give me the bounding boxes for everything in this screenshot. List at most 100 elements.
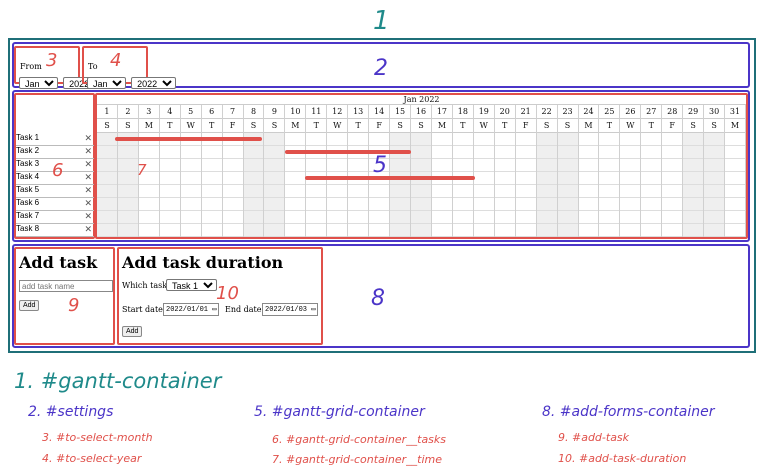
to-year-select[interactable]: 2022 (131, 77, 177, 89)
grid-cell[interactable] (411, 211, 431, 224)
grid-cell[interactable] (494, 185, 515, 198)
grid-cell[interactable] (369, 146, 390, 159)
grid-cell[interactable] (536, 133, 557, 146)
grid-cell[interactable] (138, 224, 159, 237)
grid-cell[interactable] (390, 172, 411, 185)
grid-cell[interactable] (578, 172, 599, 185)
grid-cell[interactable] (557, 172, 578, 185)
grid-cell[interactable] (348, 185, 369, 198)
grid-cell[interactable] (704, 159, 725, 172)
grid-cell[interactable] (662, 146, 683, 159)
grid-cell[interactable] (222, 172, 243, 185)
grid-cell[interactable] (180, 224, 201, 237)
grid-cell[interactable] (348, 172, 369, 185)
grid-cell[interactable] (494, 159, 515, 172)
grid-cell[interactable] (620, 185, 641, 198)
grid-cell[interactable] (557, 185, 578, 198)
grid-cell[interactable] (222, 159, 243, 172)
grid-cell[interactable] (327, 198, 348, 211)
grid-cell[interactable] (578, 159, 599, 172)
grid-cell[interactable] (704, 224, 725, 237)
grid-cell[interactable] (620, 224, 641, 237)
grid-cell[interactable] (683, 211, 704, 224)
grid-cell[interactable] (557, 159, 578, 172)
grid-cell[interactable] (620, 211, 641, 224)
grid-cell[interactable] (557, 211, 578, 224)
grid-cell[interactable] (536, 198, 557, 211)
grid-cell[interactable] (390, 159, 411, 172)
grid-cell[interactable] (452, 224, 473, 237)
grid-cell[interactable] (641, 133, 662, 146)
grid-cell[interactable] (620, 198, 641, 211)
grid-cell[interactable] (138, 198, 159, 211)
grid-cell[interactable] (369, 211, 390, 224)
grid-cell[interactable] (578, 146, 599, 159)
grid-cell[interactable] (222, 198, 243, 211)
grid-cell[interactable] (725, 198, 745, 211)
grid-cell[interactable] (306, 211, 327, 224)
grid-cell[interactable] (159, 185, 180, 198)
grid-cell[interactable] (494, 172, 515, 185)
grid-cell[interactable] (327, 185, 348, 198)
grid-cell[interactable] (557, 224, 578, 237)
grid-cell[interactable] (117, 185, 138, 198)
grid-cell[interactable] (452, 172, 473, 185)
grid-cell[interactable] (683, 133, 704, 146)
remove-task-icon[interactable]: ✕ (84, 146, 92, 156)
grid-cell[interactable] (390, 133, 411, 146)
grid-cell[interactable] (494, 224, 515, 237)
remove-task-icon[interactable]: ✕ (84, 185, 92, 195)
grid-cell[interactable] (725, 172, 745, 185)
grid-cell[interactable] (452, 211, 473, 224)
grid-cell[interactable] (641, 172, 662, 185)
remove-task-icon[interactable]: ✕ (84, 211, 92, 221)
grid-cell[interactable] (431, 172, 452, 185)
grid-cell[interactable] (452, 185, 473, 198)
grid-cell[interactable] (536, 172, 557, 185)
grid-cell[interactable] (704, 211, 725, 224)
grid-cell[interactable] (599, 159, 620, 172)
grid-cell[interactable] (557, 146, 578, 159)
grid-cell[interactable] (138, 172, 159, 185)
grid-cell[interactable] (117, 172, 138, 185)
grid-cell[interactable] (243, 146, 264, 159)
grid-cell[interactable] (704, 133, 725, 146)
grid-cell[interactable] (662, 172, 683, 185)
grid-cell[interactable] (348, 133, 369, 146)
grid-cell[interactable] (641, 211, 662, 224)
grid-cell[interactable] (725, 146, 745, 159)
grid-cell[interactable] (473, 185, 494, 198)
grid-cell[interactable] (411, 133, 431, 146)
grid-cell[interactable] (473, 133, 494, 146)
grid-cell[interactable] (348, 146, 369, 159)
grid-cell[interactable] (97, 224, 117, 237)
grid-cell[interactable] (536, 185, 557, 198)
grid-cell[interactable] (683, 185, 704, 198)
grid-cell[interactable] (452, 159, 473, 172)
grid-cell[interactable] (452, 146, 473, 159)
grid-cell[interactable] (201, 185, 222, 198)
grid-cell[interactable] (599, 224, 620, 237)
grid-cell[interactable] (369, 185, 390, 198)
task-name-input[interactable] (19, 280, 113, 292)
grid-cell[interactable] (369, 159, 390, 172)
grid-cell[interactable] (117, 146, 138, 159)
grid-cell[interactable] (411, 198, 431, 211)
end-date-input[interactable]: 2022/01/03 ▭ (262, 303, 319, 316)
grid-cell[interactable] (327, 211, 348, 224)
grid-cell[interactable] (683, 146, 704, 159)
grid-cell[interactable] (662, 198, 683, 211)
grid-cell[interactable] (683, 198, 704, 211)
grid-cell[interactable] (515, 146, 536, 159)
grid-cell[interactable] (704, 185, 725, 198)
which-task-select[interactable]: Task 1 (166, 279, 217, 291)
grid-cell[interactable] (599, 146, 620, 159)
grid-cell[interactable] (725, 224, 745, 237)
grid-cell[interactable] (431, 159, 452, 172)
grid-cell[interactable] (180, 159, 201, 172)
grid-cell[interactable] (159, 198, 180, 211)
grid-cell[interactable] (662, 133, 683, 146)
grid-cell[interactable] (431, 133, 452, 146)
grid-cell[interactable] (180, 172, 201, 185)
grid-cell[interactable] (515, 211, 536, 224)
